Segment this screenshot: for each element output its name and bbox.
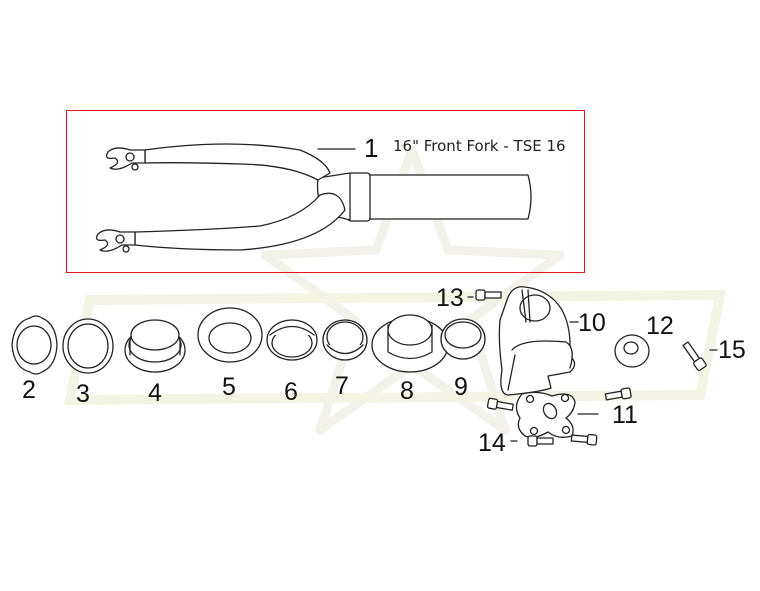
bolt-icon xyxy=(604,387,632,401)
bolt-icon xyxy=(570,433,598,446)
part-number-14: 14 xyxy=(478,429,506,457)
crown-race-cup-icon xyxy=(371,314,449,373)
part-number-7: 7 xyxy=(335,372,349,400)
part-number-4: 4 xyxy=(148,379,162,407)
front-fork-icon xyxy=(95,143,532,253)
part-number-12: 12 xyxy=(646,312,674,340)
washer-icon xyxy=(197,307,263,363)
tabbed-ring-icon xyxy=(11,315,58,375)
part-number-11: 11 xyxy=(612,401,638,429)
bolt-icon xyxy=(475,289,502,301)
top-cap-icon xyxy=(614,334,650,368)
bolt-icon xyxy=(682,341,707,372)
part-number-15: 15 xyxy=(718,336,746,364)
bearing-race-icon xyxy=(266,319,318,361)
part-number-10: 10 xyxy=(578,309,606,337)
headset-cup-icon xyxy=(124,319,186,373)
bolt-icon xyxy=(486,397,514,411)
part-number-5: 5 xyxy=(222,373,236,401)
part-number-2: 2 xyxy=(22,376,36,404)
part-number-13: 13 xyxy=(436,284,464,312)
bolt-icon xyxy=(527,435,554,447)
bearing-race-icon xyxy=(322,319,368,361)
part-number-6: 6 xyxy=(284,378,298,406)
highlight-box xyxy=(66,110,585,273)
part-1-title: 16" Front Fork - TSE 16 xyxy=(393,137,566,155)
ring-icon xyxy=(62,318,114,374)
part-number-8: 8 xyxy=(400,377,414,405)
stem-clamp-icon xyxy=(498,286,576,396)
part-number-9: 9 xyxy=(454,373,468,401)
faceplate-icon xyxy=(515,391,576,438)
part-number-3: 3 xyxy=(76,380,90,408)
bearing-race-icon xyxy=(440,318,486,360)
part-number-1: 1 xyxy=(364,133,379,163)
